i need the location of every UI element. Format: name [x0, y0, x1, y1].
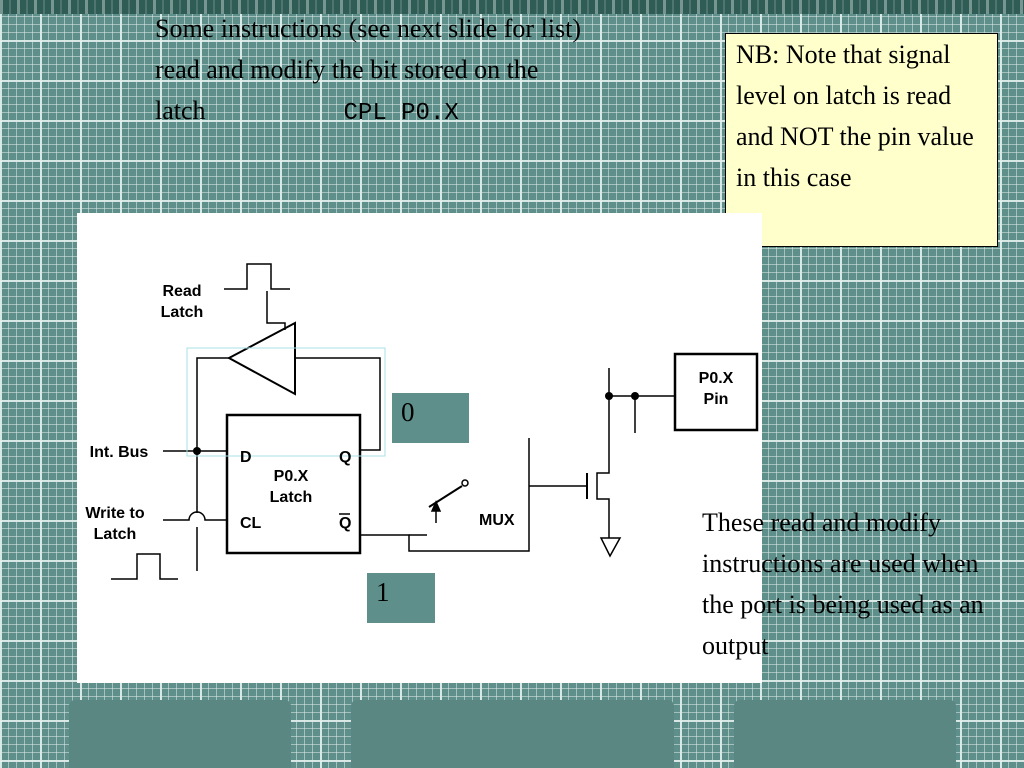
pin-label-2: Pin: [704, 391, 729, 408]
q-output-label: Q: [339, 449, 351, 466]
nb-note-text: NB: Note that signal level on latch is r…: [736, 40, 974, 192]
instruction-code: CPL P0.X: [343, 100, 459, 127]
q-feedback-line: [295, 357, 381, 451]
nb-note-box: NB: Note that signal level on latch is r…: [725, 33, 998, 247]
side-note-text: These read and modify instructions are u…: [702, 508, 984, 660]
d-input-label: D: [240, 449, 252, 466]
read-enable-line: [266, 291, 286, 330]
buffer-output-line: [196, 357, 229, 450]
fet-channel: [596, 368, 610, 538]
bottom-panel-left: [69, 700, 291, 768]
switch-arrow: [430, 500, 442, 512]
latch-box: [225, 413, 362, 555]
selection-outline: [186, 347, 386, 457]
qbar-output-label: Q: [339, 515, 351, 532]
read-latch-label-2: Latch: [161, 304, 204, 321]
drain-junction-dot: [605, 392, 613, 400]
mux-box-outline: [360, 438, 530, 552]
latch-name-1: P0.X: [274, 468, 309, 485]
title-line-1: Some instructions (see next slide for li…: [155, 14, 582, 43]
bottom-panel-center: [351, 700, 674, 768]
ground-symbol: [599, 537, 622, 558]
read-buffer-triangle: [226, 321, 296, 396]
pin-label-1: P0.X: [699, 370, 734, 387]
top-decorative-strip: [0, 0, 1024, 14]
bottom-panel-right: [734, 700, 956, 768]
latch-name-2: Latch: [270, 489, 313, 506]
mux-switch-blade: [428, 485, 463, 508]
switch-contact: [461, 479, 469, 487]
read-latch-label-1: Read: [162, 283, 201, 300]
circuit-svg: Read Latch Int. Bus Write to Latch D Q P…: [85, 263, 759, 580]
qbar-value-box: 1: [367, 573, 435, 623]
read-latch-pulse: [224, 263, 290, 290]
write-latch-label-2: Latch: [94, 526, 137, 543]
q-value-box: 0: [392, 393, 469, 443]
slide-title: Some instructions (see next slide for li…: [155, 8, 725, 134]
int-bus-label: Int. Bus: [90, 444, 149, 461]
title-line-2: read and modify the bit stored on the: [155, 55, 539, 84]
side-note: These read and modify instructions are u…: [702, 502, 992, 666]
q-value: 0: [401, 397, 415, 427]
pin-box: [673, 352, 759, 432]
write-latch-pulse: [111, 553, 178, 580]
qbar-value: 1: [376, 577, 390, 607]
cl-input-label: CL: [240, 515, 262, 532]
mux-label: MUX: [479, 512, 515, 529]
bus-junction-dot: [193, 447, 201, 455]
pin-junction-dot: [631, 392, 639, 400]
write-latch-line: [163, 511, 227, 521]
write-latch-label-1: Write to: [85, 505, 144, 522]
title-line-3: latch: [155, 96, 206, 125]
